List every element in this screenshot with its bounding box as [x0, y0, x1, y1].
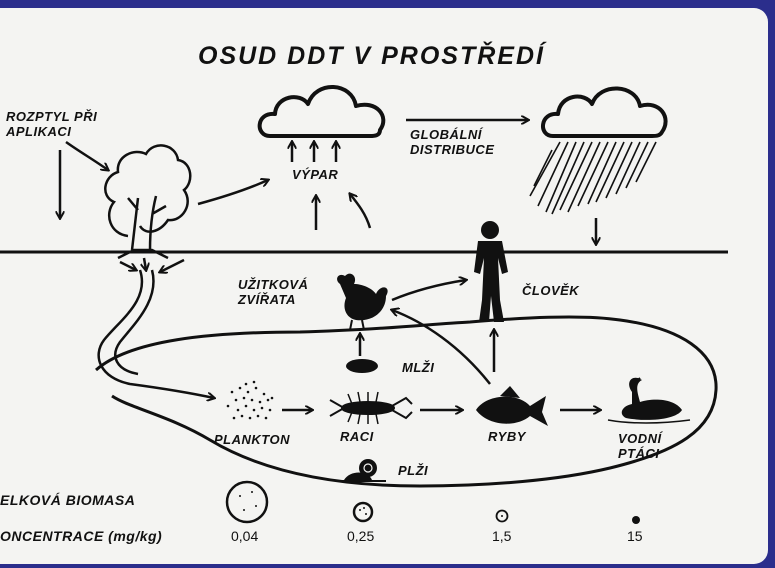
runoff-stream — [97, 269, 214, 398]
label-evaporation: VÝPAR — [292, 167, 339, 182]
biomass-circle-4 — [632, 516, 640, 524]
plankton-icon — [226, 380, 274, 420]
label-dispersal: ROZPTYL PŘI APLIKACI — [6, 109, 98, 139]
snail-icon — [340, 459, 386, 482]
label-mussels: MLŽI — [402, 360, 435, 375]
diagram-card: OSUD DDT V PROSTŘEDÍ ROZPTYL PŘI APLIKAC… — [0, 8, 768, 564]
runoff-stream-inner — [114, 269, 155, 376]
label-fish: RYBY — [488, 429, 526, 444]
mussel-icon — [346, 359, 378, 373]
crayfish-icon — [329, 391, 413, 425]
page-title: OSUD DDT V PROSTŘEDÍ — [198, 42, 545, 70]
hen-icon — [337, 273, 388, 331]
cloud-icon — [257, 85, 386, 138]
biomass-legend — [225, 480, 640, 524]
label-crayfish: RACI — [340, 429, 374, 444]
human-icon — [474, 221, 508, 322]
legend-value-4: 15 — [627, 528, 643, 544]
flow-arrows — [60, 120, 600, 410]
label-water-birds: VODNÍ PTÁCI — [618, 431, 662, 461]
label-snails: PLŽI — [398, 463, 429, 478]
biomass-circle-1 — [225, 480, 269, 524]
legend-concentration-label: ONCENTRACE (mg/kg) — [0, 528, 163, 544]
legend-biomass-label: ELKOVÁ BIOMASA — [0, 492, 136, 508]
legend-value-3: 1,5 — [492, 528, 512, 544]
label-human: ČLOVĚK — [522, 283, 580, 298]
legend-value-2: 0,25 — [347, 528, 375, 544]
diagram-drawing — [0, 85, 728, 524]
tree-icon — [104, 144, 192, 260]
label-livestock: UŽITKOVÁ ZVÍŘATA — [238, 277, 309, 307]
water-body-outline — [95, 315, 718, 488]
legend-value-1: 0,04 — [231, 528, 259, 544]
fish-icon — [476, 386, 548, 426]
biomass-circle-2 — [352, 501, 374, 523]
label-plankton: PLANKTON — [214, 432, 290, 447]
rain-cloud-icon — [529, 86, 668, 215]
swan-icon — [607, 377, 691, 424]
biomass-circle-3 — [495, 509, 509, 523]
label-global-distribution: GLOBÁLNÍ DISTRIBUCE — [410, 127, 495, 157]
